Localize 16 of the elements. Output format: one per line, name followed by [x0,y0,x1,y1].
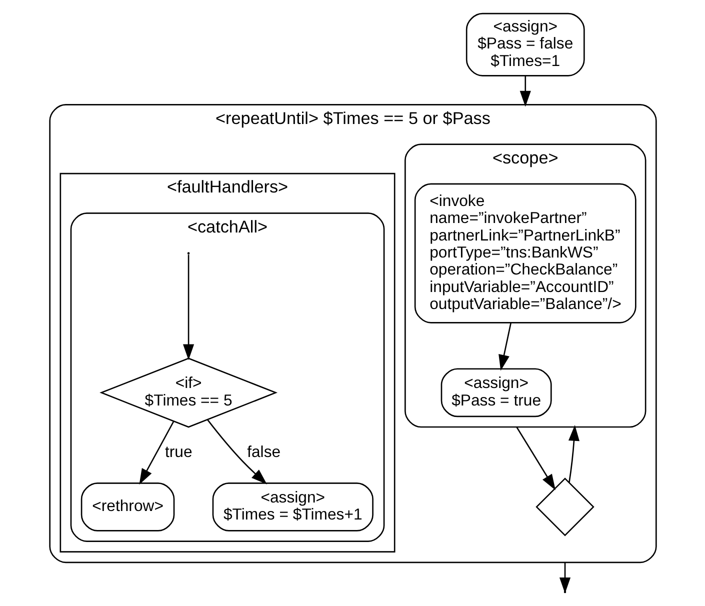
node-box: <assign> $Pass = true [440,368,552,418]
node-box: <rethrow> [80,482,174,532]
node-diamond [535,478,594,536]
edge-label: false [246,444,280,461]
edge-label: true [164,444,192,461]
arrow [516,426,556,490]
arrow [138,421,174,485]
arrow [182,254,194,360]
node-box: <invoke name=”invokePartner” partnerLink=”PartnerLinkB” portType=”tns:BankWS” operation=”CheckBalance” inputVariable=”AccountID” outputVariable=”Balance”/> [414,183,636,324]
arrow [568,425,580,482]
node-box: <assign> $Pass = false $Times=1 [465,12,584,76]
node-diamond: <if> $Times == 5 [99,358,278,428]
arrow [206,419,267,484]
arrow [498,322,511,371]
node-box: <assign> $Times = $Times+1 [212,482,373,532]
arrow [519,76,530,107]
